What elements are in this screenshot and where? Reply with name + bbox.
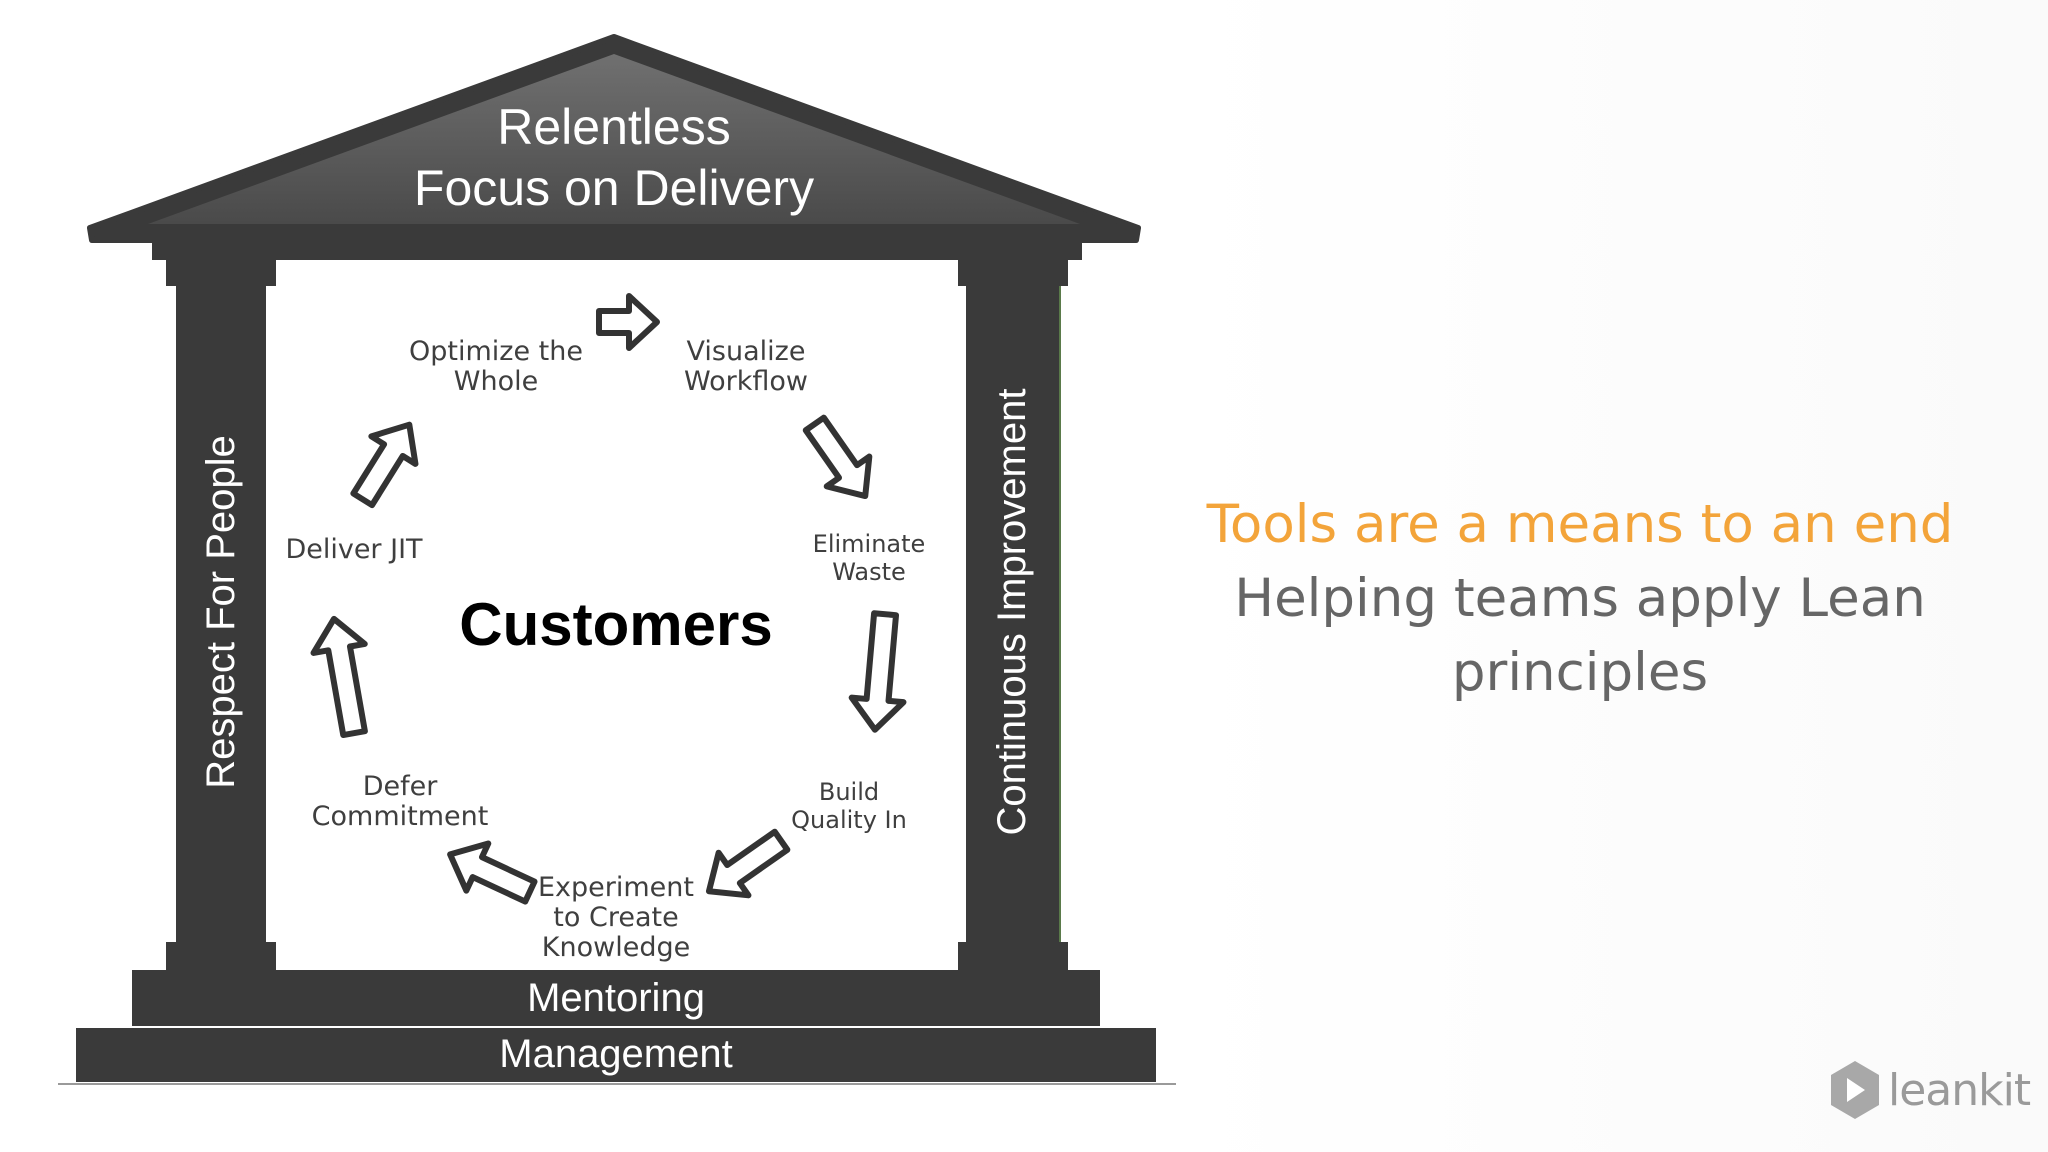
cycle-label-experiment-2: to Create	[553, 902, 678, 933]
roof: Relentless Focus on Delivery	[87, 34, 1141, 260]
arrow-experiment-to-defer	[447, 840, 538, 905]
arrow-visualize-to-eliminate	[802, 414, 873, 500]
leankit-logo: leankit	[1828, 1058, 2031, 1122]
cycle-label-optimize-2: Whole	[454, 366, 538, 397]
cycle-label-deliver: Deliver JIT	[285, 534, 423, 565]
left-pillar-label: Respect For People	[199, 435, 243, 789]
cycle-label-eliminate-1: Eliminate	[813, 530, 926, 558]
tagline-line3: principles	[1451, 642, 1709, 703]
right-pillar: Continuous Improvement	[958, 260, 1068, 970]
background-panel	[1180, 0, 2048, 1152]
leankit-logo-wordmark: leankit	[1888, 1064, 2031, 1116]
cycle-label-build-2: Quality In	[791, 806, 907, 834]
right-pillar-label: Continuous Improvement	[990, 389, 1034, 836]
tagline-highlight: Tools are a means to an end	[1206, 494, 1954, 555]
center-label: Customers	[459, 591, 772, 658]
left-pillar: Respect For People	[166, 260, 276, 970]
tagline-line2: Helping teams apply Lean	[1234, 568, 1926, 629]
arrow-eliminate-to-build	[848, 610, 907, 733]
arrow-optimize-to-visualize	[596, 293, 660, 351]
cycle-labels: Optimize the Whole Visualize Workflow El…	[285, 336, 925, 963]
foundation-lower-label: Management	[499, 1032, 732, 1076]
cycle-label-build-1: Build	[819, 778, 879, 806]
arrow-deliver-to-optimize	[350, 421, 419, 509]
cycle-label-eliminate-2: Waste	[832, 558, 906, 586]
cycle-label-experiment-1: Experiment	[538, 872, 694, 903]
foundation: Mentoring Management	[58, 970, 1176, 1085]
cycle-label-experiment-3: Knowledge	[542, 932, 690, 963]
tagline: Tools are a means to an end Helping team…	[1180, 488, 1980, 710]
roof-title-line2: Focus on Delivery	[414, 160, 814, 216]
leankit-logo-icon	[1831, 1061, 1879, 1119]
cycle-label-visualize-2: Workflow	[684, 366, 808, 397]
cycle-label-defer-2: Commitment	[312, 801, 489, 832]
cycle-arrows	[310, 293, 907, 905]
roof-title-line1: Relentless	[497, 99, 730, 155]
cycle-label-visualize-1: Visualize	[687, 336, 806, 367]
arrow-defer-to-deliver	[310, 615, 368, 739]
cycle-label-defer-1: Defer	[363, 771, 439, 802]
cycle-label-optimize-1: Optimize the	[409, 336, 583, 367]
foundation-upper-label: Mentoring	[527, 976, 705, 1020]
arrow-build-to-experiment	[705, 828, 791, 899]
